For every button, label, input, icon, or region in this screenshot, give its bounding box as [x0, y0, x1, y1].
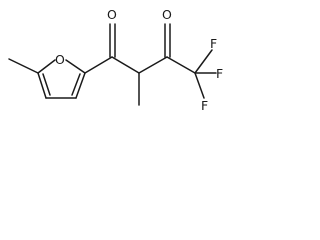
- bond-c5-c4-double: [42, 73, 51, 96]
- bond-c3-c2-double: [71, 73, 81, 96]
- atom-ketone-oxygen-1: O: [107, 7, 117, 22]
- bond-c-f-top: [194, 49, 213, 74]
- atom-fluorine-right: F: [216, 66, 223, 81]
- atom-ketone-oxygen-2: O: [162, 7, 172, 22]
- bond-c2-carbonyl1: [84, 56, 113, 74]
- atom-furan-oxygen: O: [55, 52, 65, 67]
- bond-c5-c4: [37, 72, 47, 99]
- bond-o1-c5: [37, 59, 56, 74]
- trifluoromethyl-group: [194, 49, 217, 99]
- bond-c-f-bottom: [194, 72, 205, 99]
- carbon-chain: [84, 23, 196, 106]
- bond-ch-carbonyl2: [138, 56, 168, 74]
- bond-c2-o1: [65, 59, 86, 74]
- molecule-structure: O O O F F F: [8, 7, 223, 113]
- atom-fluorine-bottom: F: [201, 98, 208, 113]
- atom-fluorine-top: F: [210, 36, 217, 51]
- bond-carbonyl1-ch: [111, 56, 140, 74]
- furan-ring: [8, 58, 86, 99]
- bond-c3-c2: [75, 72, 86, 99]
- bond-c5-methyl: [8, 58, 39, 74]
- bond-carbonyl2-cf3: [166, 56, 196, 74]
